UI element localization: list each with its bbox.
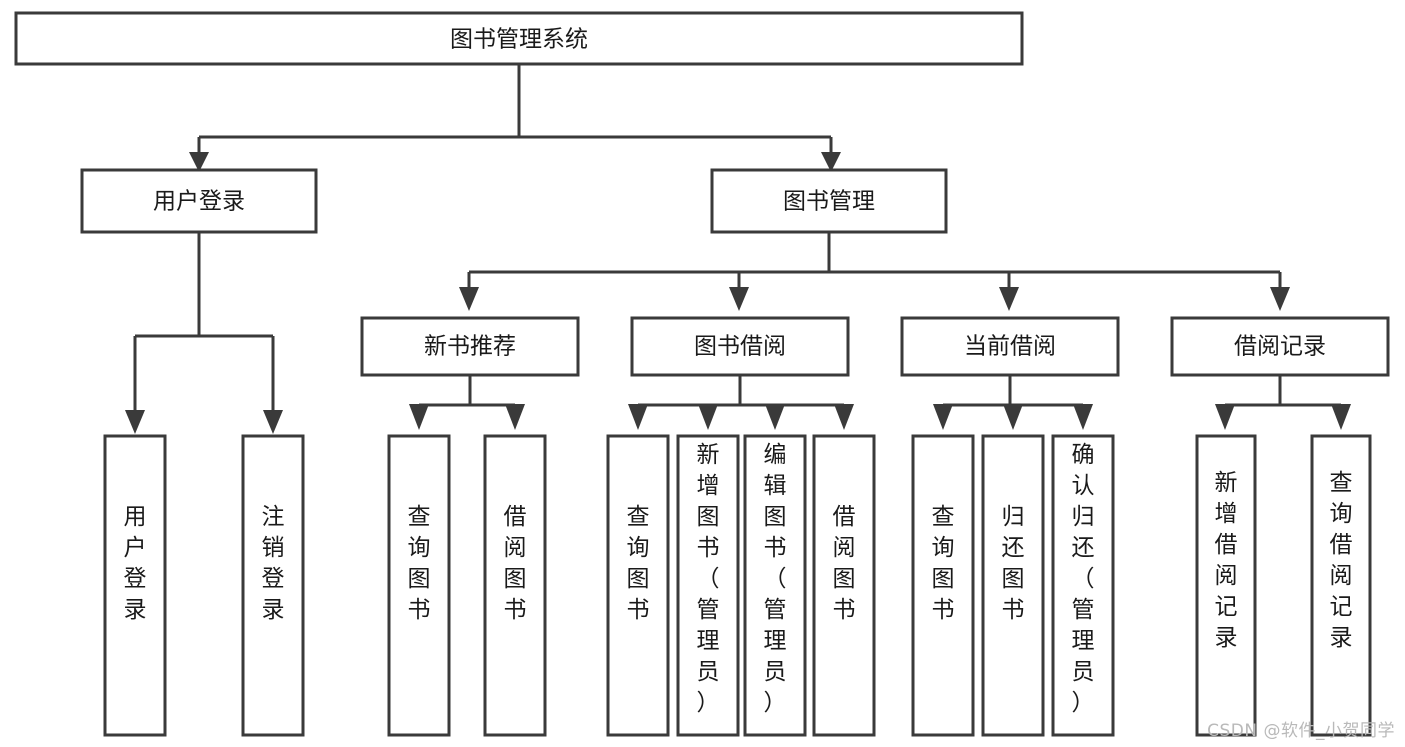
connector-user-login-to-leaves — [133, 232, 275, 414]
leaf-query-book-3-box[interactable] — [911, 434, 975, 737]
arrow-to-leaf-add-book — [698, 404, 718, 430]
leaf-query-book-2[interactable]: 查询图书 — [606, 434, 670, 737]
leaf-edit-book-label: 编辑图书（管理员） — [764, 442, 787, 716]
leaf-add-book[interactable]: 新增图书（管理员） — [676, 434, 740, 737]
leaf-borrow-book-2-box[interactable] — [812, 434, 876, 737]
connector-book-borrow-to-leaves — [636, 375, 846, 414]
arrow-to-user-login — [189, 152, 209, 172]
arrow-to-leaf-borrow-book-1 — [505, 404, 525, 430]
node-borrow-record-label: 借阅记录 — [1234, 334, 1326, 360]
leaf-user-login-box[interactable] — [103, 434, 167, 737]
leaf-user-login-label: 用户登录 — [124, 504, 147, 623]
leaf-query-book-1-box[interactable] — [387, 434, 451, 737]
node-book-borrow-label: 图书借阅 — [694, 334, 786, 360]
node-current-borrow-label: 当前借阅 — [964, 334, 1056, 360]
node-book-borrow[interactable]: 图书借阅 — [630, 316, 850, 377]
connector-layer — [125, 64, 1351, 434]
node-new-book-recommend[interactable]: 新书推荐 — [360, 316, 580, 377]
leaf-query-record-box[interactable] — [1310, 434, 1372, 737]
connector-book-management-to-level3 — [467, 232, 1282, 290]
arrow-to-leaf-query-record — [1331, 404, 1351, 430]
leaf-query-book-1-label: 查询图书 — [408, 504, 431, 623]
connector-borrow-record-to-leaves — [1223, 375, 1343, 414]
node-root-box[interactable] — [14, 11, 1024, 66]
node-current-borrow[interactable]: 当前借阅 — [900, 316, 1120, 377]
leaf-confirm-return-box[interactable] — [1051, 434, 1115, 737]
node-book-management[interactable]: 图书管理 — [710, 168, 948, 234]
node-new-book-recommend-box[interactable] — [360, 316, 580, 377]
arrow-to-leaf-edit-book — [765, 404, 785, 430]
node-current-borrow-box[interactable] — [900, 316, 1120, 377]
node-user-login-label: 用户登录 — [153, 189, 245, 215]
node-root[interactable]: 图书管理系统 — [14, 11, 1024, 66]
arrow-to-leaf-confirm-return — [1073, 404, 1093, 430]
node-borrow-record[interactable]: 借阅记录 — [1170, 316, 1390, 377]
leaf-add-record[interactable]: 新增借阅记录 — [1195, 434, 1257, 737]
leaf-edit-book-box[interactable] — [743, 434, 807, 737]
node-user-login-box[interactable] — [80, 168, 318, 234]
leaf-return-book-box[interactable] — [981, 434, 1045, 737]
arrow-to-leaf-add-record — [1215, 404, 1235, 430]
connector-new-book-recommend-to-leaves — [417, 375, 517, 414]
node-user-login[interactable]: 用户登录 — [80, 168, 318, 234]
leaf-query-record-label: 查询借阅记录 — [1330, 470, 1353, 651]
arrow-to-leaf-borrow-book-2 — [834, 404, 854, 430]
leaf-logout-login-label: 注销登录 — [262, 504, 285, 623]
arrow-to-leaf-logout-login — [263, 410, 283, 434]
arrow-to-borrow-record — [1270, 287, 1290, 311]
arrow-to-leaf-return-book — [1003, 404, 1023, 430]
arrow-to-current-borrow — [999, 287, 1019, 311]
leaf-borrow-book-2[interactable]: 借阅图书 — [812, 434, 876, 737]
leaf-user-login[interactable]: 用户登录 — [103, 434, 167, 737]
arrow-to-book-management — [821, 152, 841, 172]
arrow-to-leaf-query-book-1 — [409, 404, 429, 430]
csdn-watermark: CSDN @软件_小贺同学 — [1207, 721, 1395, 741]
leaf-borrow-book-1-box[interactable] — [483, 434, 547, 737]
leaf-query-book-3[interactable]: 查询图书 — [911, 434, 975, 737]
leaf-confirm-return[interactable]: 确认归还（管理员） — [1051, 434, 1115, 737]
leaf-confirm-return-label: 确认归还（管理员） — [1072, 442, 1095, 716]
leaf-query-book-1[interactable]: 查询图书 — [387, 434, 451, 737]
arrow-to-leaf-query-book-2 — [628, 404, 648, 430]
node-book-management-label: 图书管理 — [783, 189, 875, 215]
leaf-logout-login-box[interactable] — [241, 434, 305, 737]
leaf-query-book-2-label: 查询图书 — [627, 504, 650, 623]
arrow-to-new-book-recommend — [459, 287, 479, 311]
arrow-to-leaf-user-login — [125, 410, 145, 434]
leaf-borrow-book-1-label: 借阅图书 — [504, 504, 527, 623]
leaf-add-book-box[interactable] — [676, 434, 740, 737]
arrow-to-book-borrow — [729, 287, 749, 311]
leaf-return-book-label: 归还图书 — [1002, 504, 1025, 623]
leaf-query-record[interactable]: 查询借阅记录 — [1310, 434, 1372, 737]
node-root-label: 图书管理系统 — [450, 27, 588, 53]
leaf-add-record-box[interactable] — [1195, 434, 1257, 737]
leaf-borrow-book-2-label: 借阅图书 — [833, 504, 856, 623]
leaf-return-book[interactable]: 归还图书 — [981, 434, 1045, 737]
node-new-book-recommend-label: 新书推荐 — [424, 334, 516, 360]
leaf-add-record-label: 新增借阅记录 — [1215, 470, 1238, 651]
leaf-query-book-2-box[interactable] — [606, 434, 670, 737]
leaf-logout-login[interactable]: 注销登录 — [241, 434, 305, 737]
leaf-query-book-3-label: 查询图书 — [932, 504, 955, 623]
leaf-add-book-label: 新增图书（管理员） — [697, 442, 720, 716]
arrow-to-leaf-query-book-3 — [933, 404, 953, 430]
node-book-management-box[interactable] — [710, 168, 948, 234]
connector-root-to-level2 — [197, 64, 833, 155]
node-book-borrow-box[interactable] — [630, 316, 850, 377]
leaf-borrow-book-1[interactable]: 借阅图书 — [483, 434, 547, 737]
node-borrow-record-box[interactable] — [1170, 316, 1390, 377]
leaf-edit-book[interactable]: 编辑图书（管理员） — [743, 434, 807, 737]
